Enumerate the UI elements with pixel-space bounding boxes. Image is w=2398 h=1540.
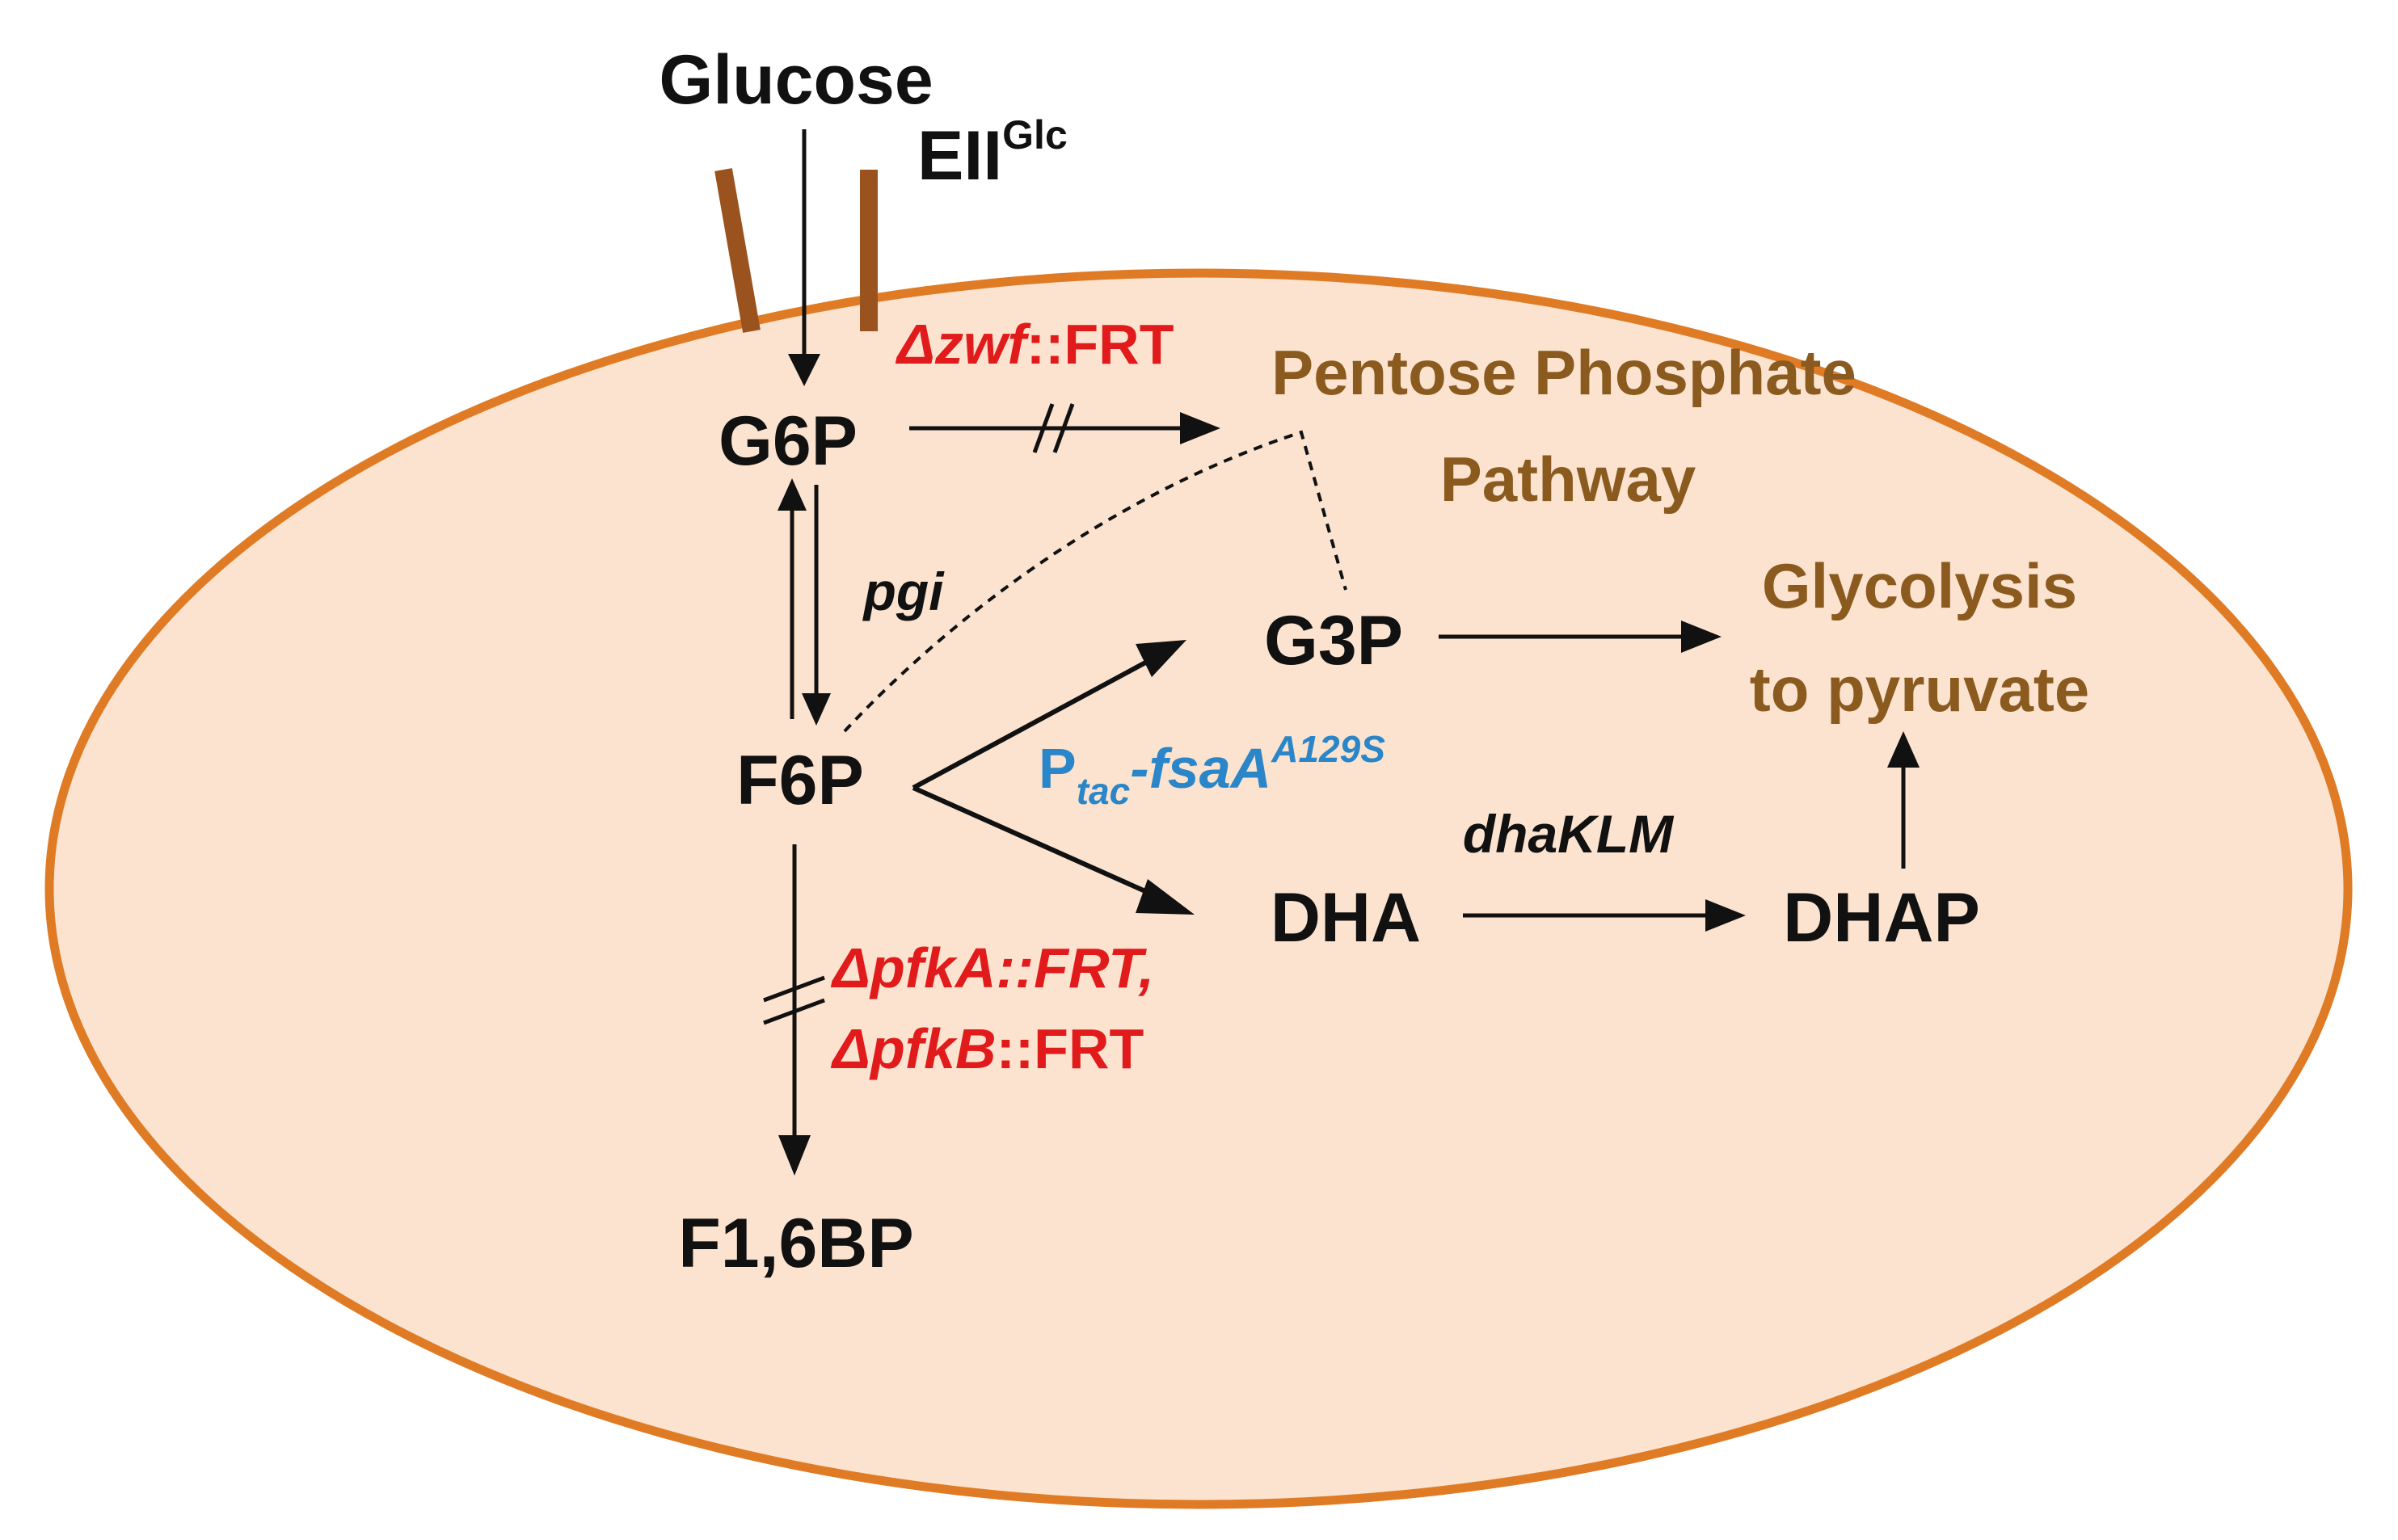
block-mark-pfk-2 [763,998,825,1025]
label-zwf-deletion: Δzwf::FRT [895,313,1174,376]
arrowhead-dhap-glycolysis [1887,731,1920,768]
label-transporter: EIIGlc [917,112,1068,195]
arrowhead-f6p-g6p [778,478,807,511]
label-f6p: F6P [736,742,864,819]
block-mark-zwf-1 [1032,403,1055,453]
label-ppp-line2: Pathway [1440,444,1696,515]
arrow-f6p-to-dha [912,785,1178,907]
label-fsaa-overexpression: Ptac-fsaAA129S [1039,728,1385,812]
block-mark-zwf-2 [1052,403,1075,453]
arrowhead-dha-dhap [1705,899,1746,932]
label-g3p: G3P [1264,602,1403,680]
dashed-ppp-link [843,430,1347,733]
label-pfkb-deletion: ΔpfkB::FRT [830,1017,1144,1080]
label-pfka-deletion: ΔpfkA::FRT, [830,936,1154,999]
label-dhaklm: dhaKLM [1463,804,1675,864]
arrowhead-g6p-f6p [802,693,831,726]
transporter-channel-left [714,168,761,333]
label-dhap: DHAP [1783,879,1980,957]
arrowhead-g3p-glycolysis [1681,621,1722,653]
arrowhead-g6p-ppp [1180,412,1220,444]
arrowhead-f6p-g3p [1136,640,1186,677]
block-mark-pfk-1 [763,975,825,1003]
label-g6p: G6P [719,402,858,480]
arrowhead-f6p-f16bp [778,1135,811,1176]
arrow-f6p-to-g3p [912,648,1169,790]
label-ppp-line1: Pentose Phosphate [1271,337,1856,408]
label-glucose: Glucose [659,41,933,119]
label-dha: DHA [1271,879,1421,957]
label-pgi: pgi [862,562,946,621]
arrowhead-glucose-g6p [788,354,820,386]
label-glycolysis-line2: to pyruvate [1750,654,2089,725]
label-glycolysis-line1: Glycolysis [1762,550,2077,621]
arrowhead-f6p-dha [1136,879,1195,915]
label-f16bp: F1,6BP [678,1205,914,1282]
cell-body [44,268,2353,1509]
